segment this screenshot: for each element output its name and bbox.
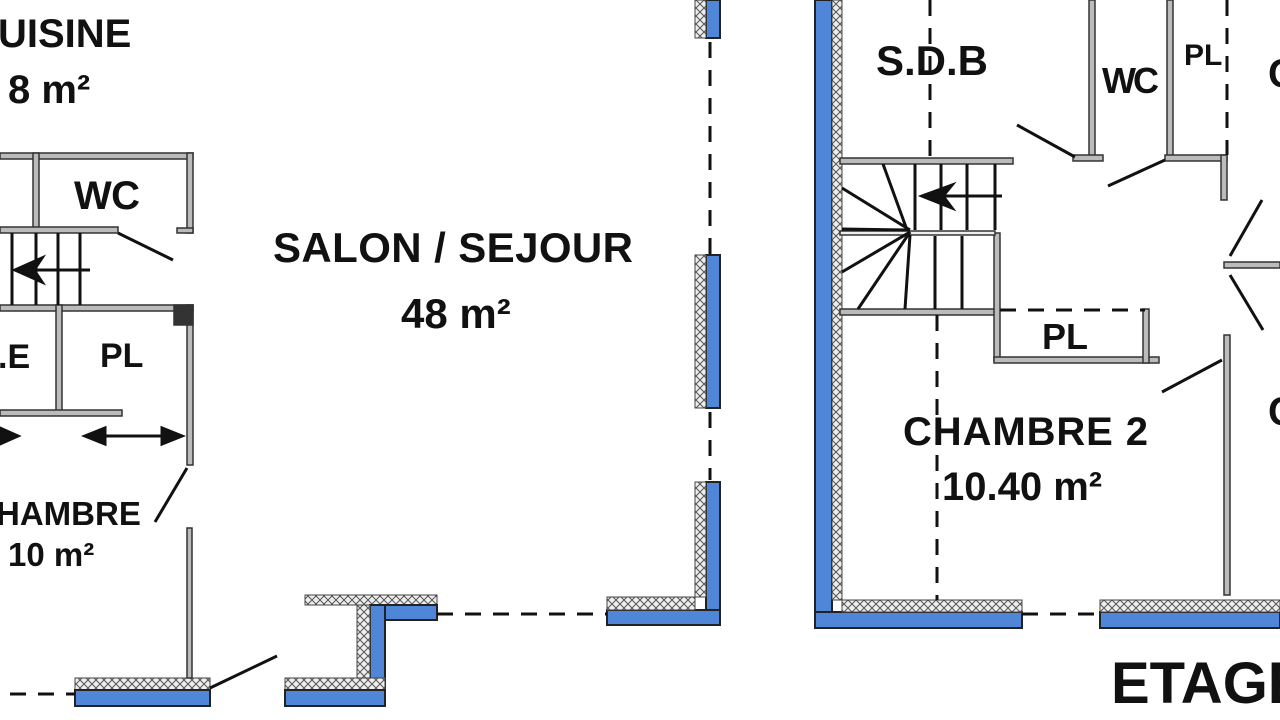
chambre2-area: 10.40 m² xyxy=(942,465,1102,509)
c-top-right-label: C xyxy=(1268,52,1280,96)
chambre-left-area: 10 m² xyxy=(8,536,94,573)
wc-right-label: WC xyxy=(1102,60,1159,101)
room-e-label: .E xyxy=(0,338,30,376)
wc-left-label: WC xyxy=(74,174,140,218)
salon-area: 48 m² xyxy=(401,290,511,337)
cuisine-name: UISINE xyxy=(0,12,131,56)
chambre-left-name: HAMBRE xyxy=(0,495,141,532)
stairs-and-doors xyxy=(0,123,1265,690)
dashed-lines xyxy=(10,0,1229,696)
chambre2-name: CHAMBRE 2 xyxy=(903,410,1148,454)
exterior-walls xyxy=(74,0,1280,707)
interior-walls xyxy=(0,0,1280,679)
pl-mid-right-label: PL xyxy=(1042,316,1088,357)
cuisine-area: 8 m² xyxy=(8,68,90,112)
c-mid-right-label: C xyxy=(1268,390,1280,434)
floor-label: ETAGE xyxy=(1111,651,1280,716)
pl-left-label: PL xyxy=(100,337,143,375)
pl-top-right-label: PL xyxy=(1184,39,1222,72)
room-labels: UISINE 8 m² WC .E PL HAMBRE 10 m² SALON … xyxy=(0,12,1280,716)
sdb-label: S.D.B xyxy=(876,37,988,84)
salon-name: SALON / SEJOUR xyxy=(273,224,633,271)
